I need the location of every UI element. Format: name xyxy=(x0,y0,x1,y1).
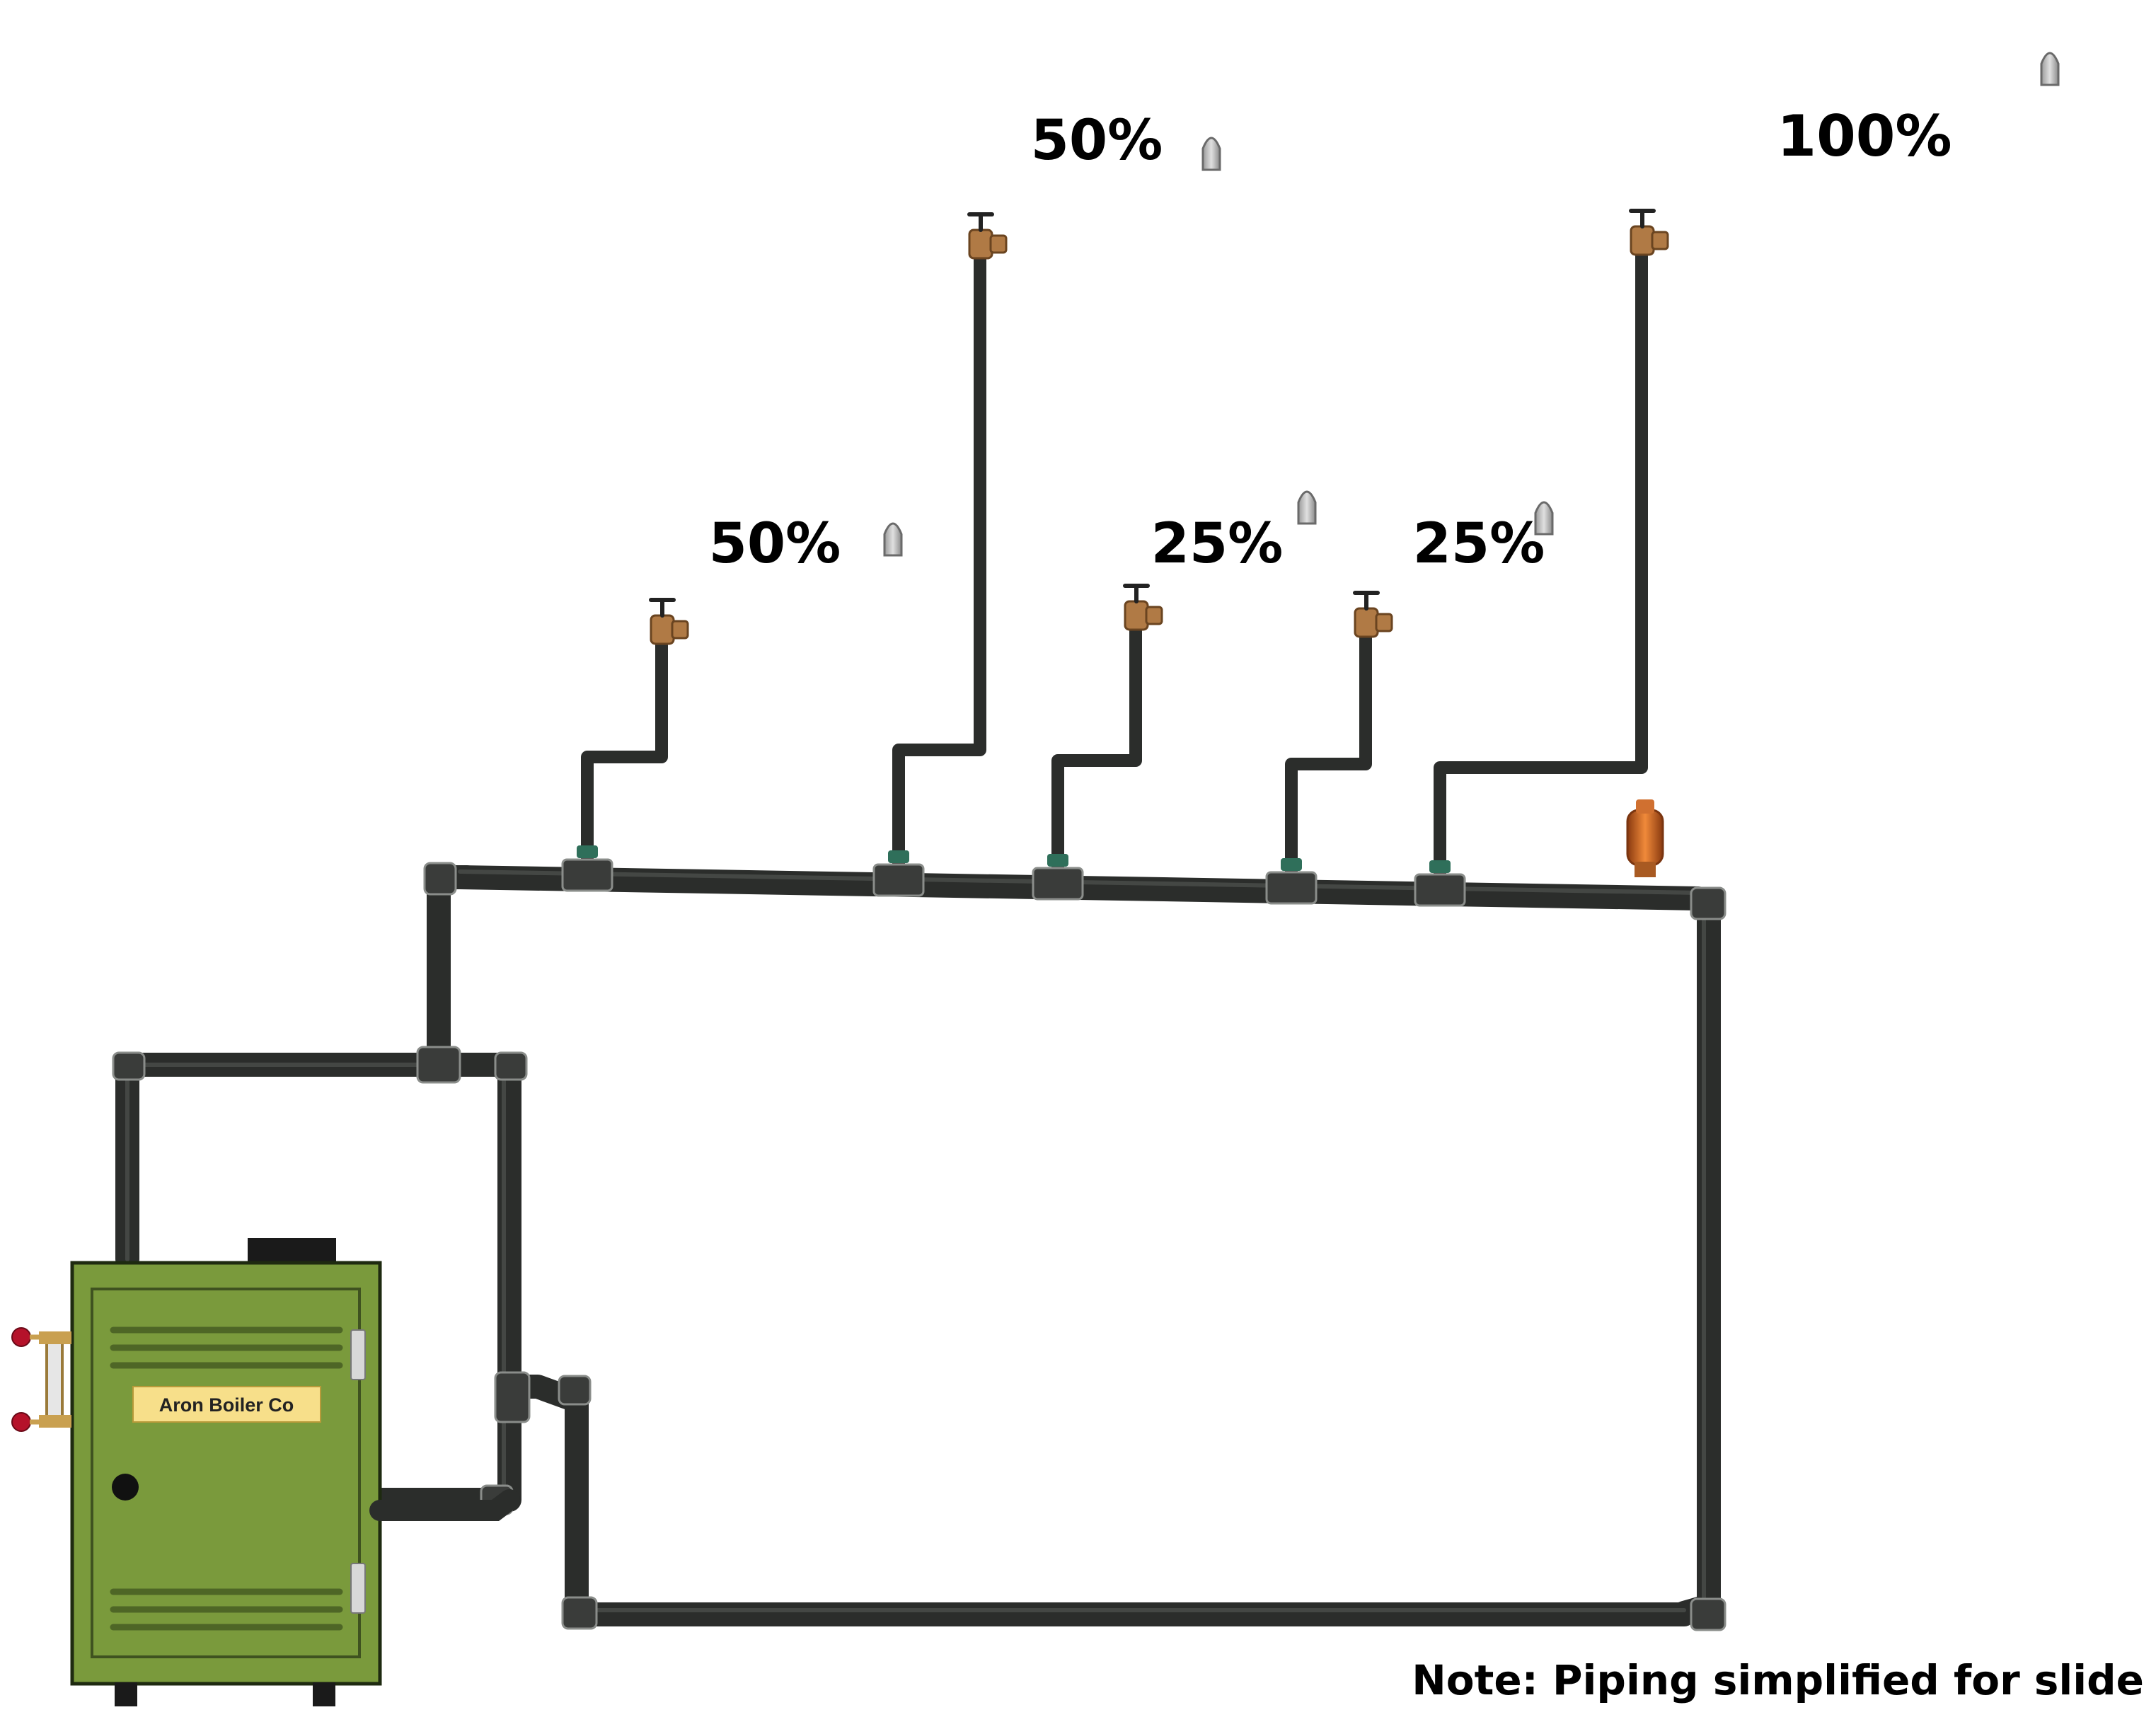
radiator-size-label: 25% xyxy=(1413,512,1545,576)
main-vent-icon xyxy=(1626,799,1664,877)
boiler: Aron Boiler Co xyxy=(70,1238,382,1706)
pipe-fittings xyxy=(112,862,1726,1631)
door-hinge xyxy=(350,1329,366,1380)
radiator-size-label: 50% xyxy=(1031,109,1163,173)
radiator-size-label: 50% xyxy=(709,512,841,576)
radiator-air-vent-icon xyxy=(883,52,2060,557)
boiler-foot xyxy=(115,1682,137,1706)
radiator-3: 25% xyxy=(1151,379,1284,682)
boiler-foot xyxy=(313,1682,335,1706)
branch-tees xyxy=(561,858,1466,907)
door-hinge xyxy=(350,1563,366,1614)
boiler-door-knob xyxy=(112,1474,139,1501)
radiator-size-label: 100% xyxy=(1777,103,1952,169)
radiator-4: 25% xyxy=(1402,386,1545,682)
boiler-label: Aron Boiler Co xyxy=(159,1394,294,1416)
radiator-5: 100% xyxy=(1671,4,2030,300)
branch-unions xyxy=(577,845,1451,873)
boiler-return-pipe xyxy=(369,1489,520,1521)
radiator-size-label: 25% xyxy=(1151,512,1284,576)
branch-piping xyxy=(581,238,1648,888)
sight-glass-icon xyxy=(11,1327,71,1432)
radiator-valve-icon xyxy=(649,209,1669,645)
radiator-2: 50% xyxy=(1005,18,1192,296)
footnote: Note: Piping simplified for slide xyxy=(1412,1656,2144,1704)
radiator-1: 50% xyxy=(691,411,877,682)
